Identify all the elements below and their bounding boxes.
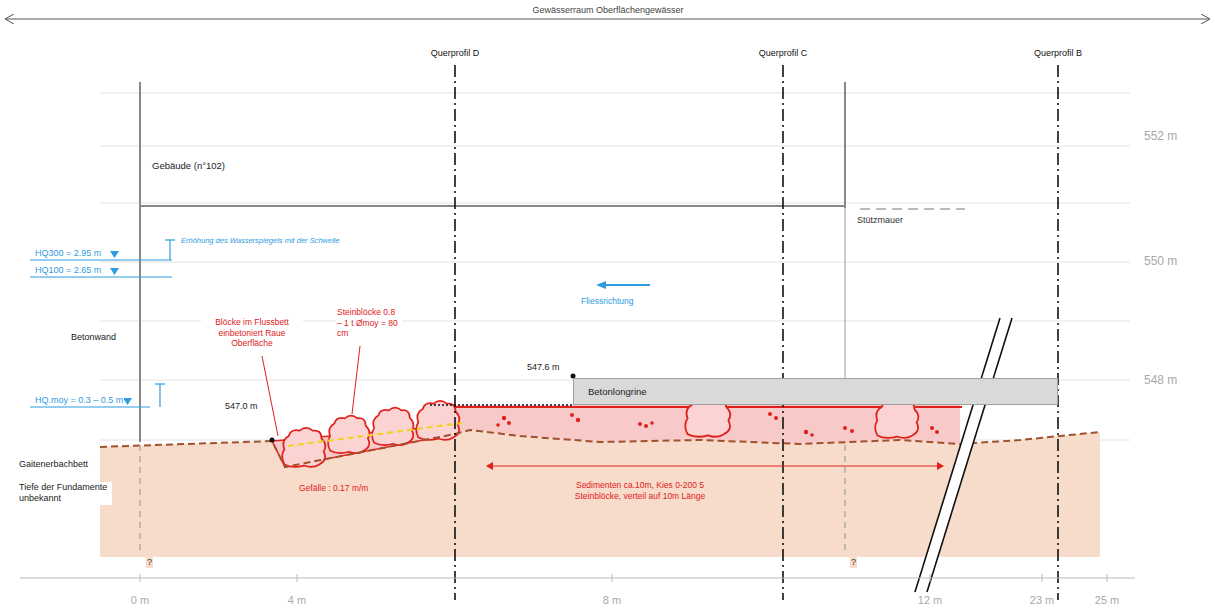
section-label: Querprofil C bbox=[758, 48, 809, 59]
span-title: Gewässerraum Oberflächengewässer bbox=[531, 5, 684, 16]
axis-label: 8 m bbox=[602, 594, 622, 608]
mean-level: HQ.moy = 0.3 – 0.5 m bbox=[34, 395, 124, 406]
wall-label: Betonwand bbox=[70, 332, 117, 343]
flow-label: Fliessrichtung bbox=[580, 296, 634, 307]
foundation-note: Tiefe der Fundamente unbekannt bbox=[18, 482, 112, 505]
axis-label: 4 m bbox=[287, 594, 307, 608]
concrete-beam: Betonlongrine bbox=[573, 378, 1058, 405]
wall-label: Stützmauer bbox=[856, 215, 904, 226]
unknown-mark: ? bbox=[850, 557, 857, 568]
node-text: Gebäude (n°102) bbox=[152, 160, 845, 171]
elevation-point: 547.0 m bbox=[224, 401, 259, 412]
axis-label: 0 m bbox=[130, 594, 150, 608]
elevation-label: 548 m bbox=[1143, 373, 1178, 388]
weir-note: Blöcke im Flussbett einbetoniert Raue Ob… bbox=[201, 317, 303, 349]
bed-label: Gaitenerbachbett bbox=[18, 459, 89, 470]
axis-label: 23 m bbox=[1029, 594, 1055, 608]
axis-label: 25 m bbox=[1094, 594, 1120, 608]
slope-label: Gefälle : 0.17 m/m bbox=[298, 483, 369, 494]
water-note: Erhöhung des Wasserspiegels mit der Schw… bbox=[180, 236, 341, 245]
section-label: Querprofil B bbox=[1033, 48, 1083, 59]
section-label: Querprofil D bbox=[430, 48, 481, 59]
flood-level: HQ300 = 2.95 m bbox=[34, 248, 102, 259]
block-note: Steinblöcke 0.8 – 1 t Ømoy = 80 cm bbox=[336, 307, 402, 339]
building-outline: Gebäude (n°102) bbox=[140, 82, 845, 206]
node-text: Betonlongrine bbox=[588, 386, 1057, 397]
elevation-label: 550 m bbox=[1143, 254, 1178, 269]
flood-level: HQ100 = 2.65 m bbox=[34, 265, 102, 276]
axis-label: 12 m bbox=[917, 594, 943, 608]
elevation-point: 547.6 m bbox=[526, 362, 561, 373]
elevation-label: 552 m bbox=[1143, 129, 1178, 144]
unknown-mark: ? bbox=[146, 557, 153, 568]
sediment-note: Sedimenten ca.10m, Kies 0-200 5 Steinblö… bbox=[560, 480, 720, 501]
